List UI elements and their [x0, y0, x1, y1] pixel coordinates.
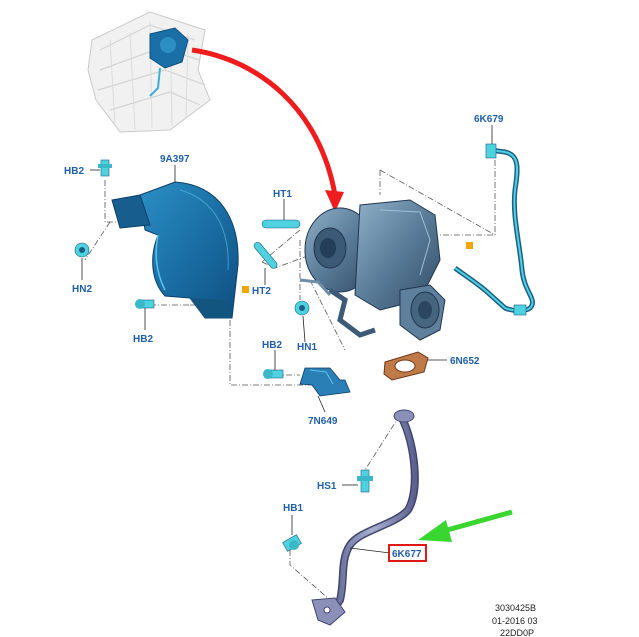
fastener-hn2	[74, 242, 90, 258]
label-hb2-mid[interactable]: HB2	[262, 340, 282, 351]
fastener-hs1	[357, 469, 373, 493]
label-7n649[interactable]: 7N649	[308, 416, 338, 427]
turbocharger-part	[299, 199, 446, 341]
red-pointer-arrow	[191, 47, 338, 196]
label-hb1[interactable]: HB1	[283, 503, 303, 514]
reference-line-3: 22DD0P	[500, 628, 534, 637]
label-ht2[interactable]: HT2	[252, 286, 271, 297]
fastener-hb2-top	[98, 159, 112, 177]
fastener-hb1	[282, 534, 302, 552]
green-arrow-head	[418, 520, 452, 542]
highlight-box	[388, 544, 427, 562]
label-hb2-top[interactable]: HB2	[64, 166, 84, 177]
tube-ht2	[253, 241, 278, 269]
oil-feed-pipe-part	[453, 143, 535, 316]
gasket-part	[383, 351, 429, 381]
label-hb2-left[interactable]: HB2	[133, 334, 153, 345]
fastener-hn1	[294, 300, 310, 316]
reference-line-1: 3030425B	[495, 603, 536, 613]
label-hn1[interactable]: HN1	[297, 342, 317, 353]
part-labels: HB2 9A397 HT1 HT2 HN2 HB2 HB2 HN1 7N649 …	[64, 114, 504, 560]
fastener-hb2-left	[135, 299, 155, 309]
oil-return-pipe-part	[311, 409, 419, 626]
label-hs1[interactable]: HS1	[317, 481, 337, 492]
engine-turbo-highlight	[149, 27, 189, 97]
label-6k677[interactable]: 6K677	[392, 549, 422, 560]
label-hn2[interactable]: HN2	[72, 284, 92, 295]
marker-square-ht2	[242, 286, 249, 293]
label-6n652[interactable]: 6N652	[450, 356, 480, 367]
label-leaders	[81, 125, 493, 554]
fastener-hb2-mid	[263, 369, 284, 379]
label-6k679[interactable]: 6K679	[474, 114, 504, 125]
engine-thumbnail	[87, 11, 211, 133]
label-ht1[interactable]: HT1	[273, 189, 292, 200]
tube-ht1	[261, 219, 301, 229]
red-arrow-head	[325, 190, 344, 212]
reference-block: 3030425B 01-2016 03 22DD0P	[492, 603, 538, 637]
green-pointer-arrow	[439, 509, 513, 535]
label-9a397[interactable]: 9A397	[160, 154, 190, 165]
marker-square-turbo	[466, 242, 473, 249]
heat-shield-part	[111, 181, 239, 319]
bracket-part	[299, 367, 351, 397]
reference-line-2: 01-2016 03	[492, 616, 538, 626]
